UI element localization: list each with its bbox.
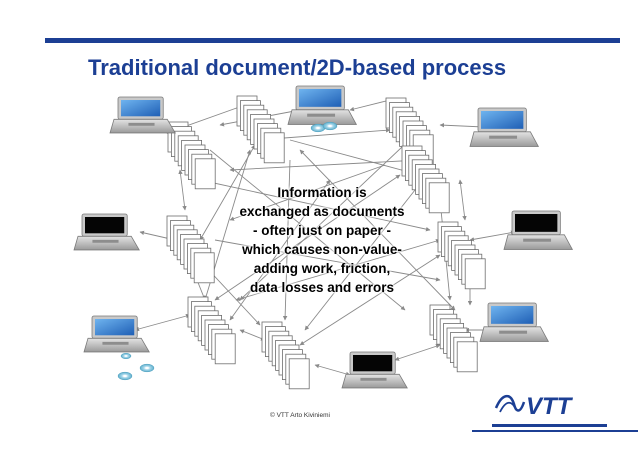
document-stack-icon [237, 96, 284, 163]
laptop-icon [480, 303, 548, 341]
footer-rule [472, 430, 638, 432]
cd-icon [140, 364, 154, 372]
center-text-line: adding work, friction, [222, 259, 422, 278]
document-stack-icon [438, 222, 485, 289]
laptop-icon [504, 211, 572, 249]
cd-icon [118, 372, 132, 380]
cd-icon [323, 122, 337, 130]
exchange-arrow [315, 365, 350, 375]
center-text-line: Information is [222, 183, 422, 202]
laptop-icon [110, 97, 175, 133]
exchange-arrow [240, 330, 265, 340]
exchange-arrow [230, 160, 420, 170]
exchange-arrow [135, 315, 190, 330]
exchange-arrow [460, 180, 465, 220]
document-stack-icon [188, 297, 235, 364]
exchange-arrow [395, 345, 440, 360]
document-stack-icon [167, 216, 214, 283]
logo-text: VTT [526, 393, 574, 420]
cd-icon [121, 353, 131, 359]
center-text-line: - often just on paper - [222, 221, 422, 240]
vtt-logo: VTT [492, 384, 607, 429]
center-text-line: exchanged as documents [222, 202, 422, 221]
copyright-text: © VTT Arto Kiviniemi [270, 412, 330, 419]
footer [0, 430, 638, 451]
center-text: Information is exchanged as documents - … [222, 183, 422, 297]
laptop-icon [288, 86, 356, 124]
document-stack-icon [430, 305, 477, 372]
laptop-icon [84, 316, 149, 352]
document-stack-icon [262, 322, 309, 389]
laptop-icon [470, 108, 538, 146]
center-text-line: which causes non-value- [222, 240, 422, 259]
laptop-icon [342, 352, 407, 388]
exchange-arrow [350, 100, 390, 110]
exchange-arrow [180, 170, 185, 210]
center-text-line: data losses and errors [222, 278, 422, 297]
laptop-icon [74, 214, 139, 250]
